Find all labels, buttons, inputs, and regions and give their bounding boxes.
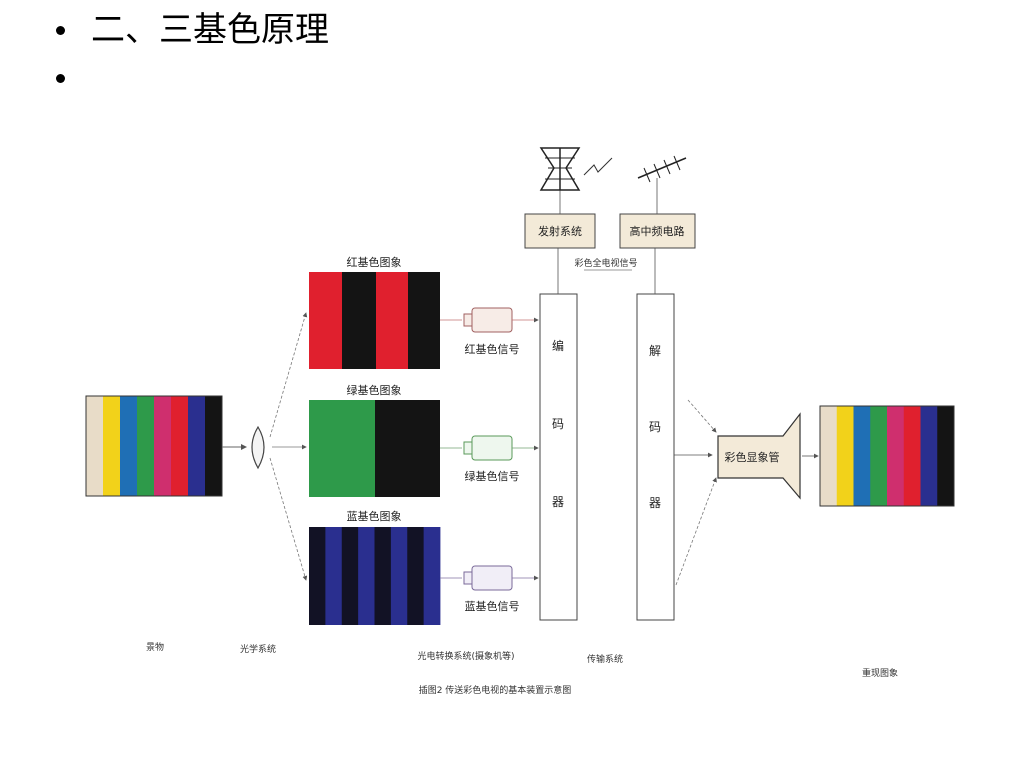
dark-stripe bbox=[342, 272, 376, 369]
bullet-list: 二、三基色原理 bbox=[56, 6, 329, 102]
color-bar-black bbox=[937, 406, 955, 506]
color-bar-black bbox=[205, 396, 223, 496]
dark-stripe bbox=[408, 272, 440, 369]
color-bar-green bbox=[137, 396, 155, 496]
figure-caption: 插图2 传送彩色电视的基本装置示意图 bbox=[419, 684, 572, 696]
blue-image-label: 蓝基色图象 bbox=[347, 509, 402, 523]
lens-to-blue-arrow bbox=[269, 457, 308, 581]
bullet-dot-icon bbox=[56, 25, 65, 35]
color-bar-white bbox=[86, 396, 104, 496]
color-bar-cyan bbox=[853, 406, 871, 506]
slide-title: 二、三基色原理 bbox=[91, 10, 329, 50]
radio-wave-icon bbox=[583, 157, 613, 176]
composite-signal-label: 彩色全电视信号 bbox=[574, 257, 637, 269]
green-image bbox=[309, 400, 440, 497]
dark-stripe bbox=[374, 527, 392, 625]
green-camera-tube-icon bbox=[463, 435, 513, 461]
dark-block bbox=[375, 400, 440, 497]
blue-stripe bbox=[390, 527, 408, 625]
camera-system-label: 光电转换系统(摄象机等) bbox=[417, 650, 514, 662]
decoder-to-tube-upper-line bbox=[687, 399, 717, 433]
receive-antenna-icon bbox=[637, 155, 687, 183]
red-stripe bbox=[309, 272, 342, 369]
transmit-tower-icon bbox=[539, 147, 581, 191]
scene-frame bbox=[85, 395, 223, 497]
reproduced-frame bbox=[819, 405, 955, 507]
color-bar-green bbox=[870, 406, 888, 506]
color-bar-magenta bbox=[887, 406, 905, 506]
encoder-box bbox=[539, 293, 578, 621]
dark-stripe bbox=[407, 527, 425, 625]
reproduced-color-bars bbox=[819, 405, 955, 507]
scene-color-bars bbox=[85, 395, 223, 497]
color-bar-yellow bbox=[103, 396, 121, 496]
decoder-to-tube-lower-line bbox=[675, 477, 717, 586]
blue-image bbox=[309, 527, 441, 625]
red-signal-label: 红基色信号 bbox=[465, 342, 520, 356]
blue-stripe bbox=[423, 527, 441, 625]
encoder-label: 编码器 bbox=[552, 338, 564, 509]
reproduced-image-label: 重现图象 bbox=[862, 667, 898, 679]
bullet-dot-icon bbox=[56, 73, 65, 83]
green-block bbox=[309, 400, 375, 497]
lens-icon bbox=[251, 425, 265, 470]
color-bar-yellow bbox=[836, 406, 854, 506]
red-camera-tube-icon bbox=[463, 307, 513, 333]
receiver-circuit-box bbox=[619, 213, 696, 249]
color-bar-red bbox=[903, 406, 921, 506]
dark-stripe bbox=[341, 527, 359, 625]
dark-stripe bbox=[309, 527, 326, 625]
color-bar-blue bbox=[920, 406, 938, 506]
blue-stripe bbox=[358, 527, 375, 625]
green-signal-label: 绿基色信号 bbox=[465, 469, 520, 483]
blue-stripe bbox=[325, 527, 343, 625]
blue-signal-label: 蓝基色信号 bbox=[465, 599, 520, 613]
transmit-system-label: 发射系统 bbox=[538, 224, 582, 238]
red-image bbox=[309, 272, 440, 369]
red-stripe bbox=[376, 272, 408, 369]
decoder-label: 解码器 bbox=[649, 344, 661, 510]
color-bar-magenta bbox=[154, 396, 172, 496]
color-bar-cyan bbox=[120, 396, 138, 496]
decoder-box bbox=[636, 293, 675, 621]
transmit-system-box bbox=[524, 213, 596, 249]
bullet-item: 二、三基色原理 bbox=[56, 6, 329, 54]
blue-camera-tube-icon bbox=[463, 565, 513, 591]
picture-tube-label: 彩色显象管 bbox=[725, 450, 780, 464]
green-image-label: 绿基色图象 bbox=[347, 383, 402, 397]
lens-to-red-arrow bbox=[269, 312, 308, 438]
optics-label: 光学系统 bbox=[240, 643, 276, 655]
channel-label: 传输系统 bbox=[587, 653, 623, 665]
receiver-circuit-label: 高中频电路 bbox=[630, 224, 685, 238]
color-bar-red bbox=[171, 396, 189, 496]
red-image-label: 红基色图象 bbox=[347, 255, 402, 269]
color-bar-white bbox=[820, 406, 838, 506]
color-bar-blue bbox=[188, 396, 206, 496]
picture-tube-icon bbox=[717, 412, 801, 500]
bullet-item bbox=[56, 54, 329, 102]
scene-label: 景物 bbox=[146, 641, 164, 653]
